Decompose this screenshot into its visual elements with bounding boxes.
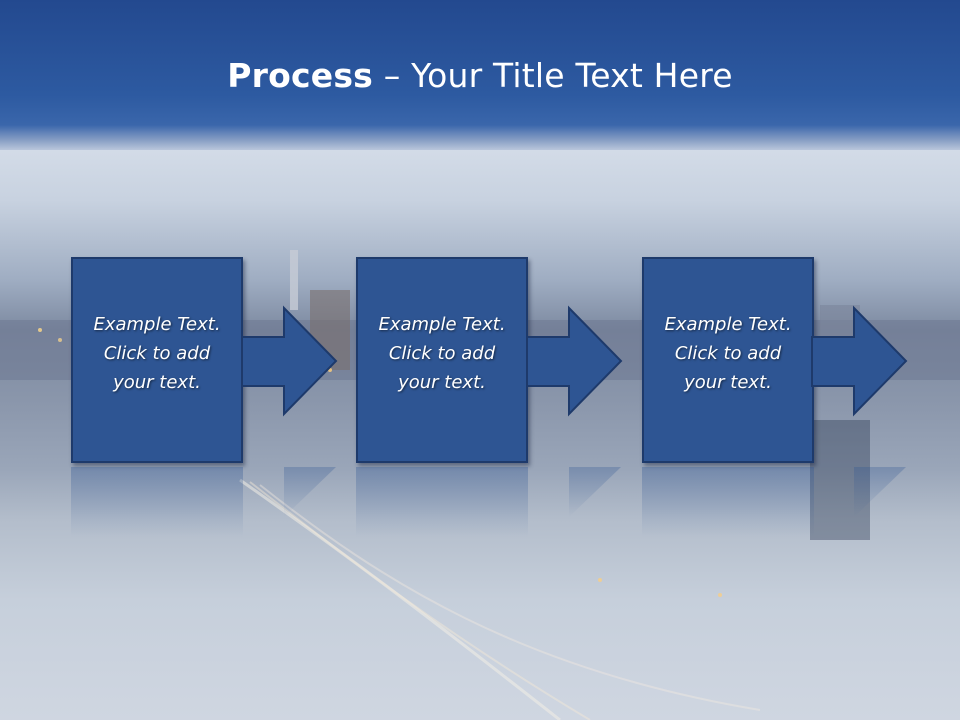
step-3-line-3: your text. xyxy=(684,372,772,393)
title-rest-part: – Your Title Text Here xyxy=(373,56,733,95)
step-3-line-2: Click to add xyxy=(674,343,782,364)
title-band xyxy=(0,0,960,150)
step-2-line-2: Click to add xyxy=(388,343,496,364)
process-step-2-text[interactable]: Example Text. Click to add your text. xyxy=(356,310,528,397)
arrow-right-icon-3 xyxy=(811,305,908,417)
process-step-3-text[interactable]: Example Text. Click to add your text. xyxy=(642,310,814,397)
arrow-right-icon-2 xyxy=(526,305,623,417)
slide-title[interactable]: Process – Your Title Text Here xyxy=(0,56,960,95)
arrow-reflection-1 xyxy=(284,467,336,517)
arrow-reflection-2 xyxy=(569,467,621,517)
step-2-reflection xyxy=(356,467,528,537)
step-1-line-3: your text. xyxy=(113,372,201,393)
step-3-line-1: Example Text. xyxy=(664,314,792,335)
arrow-right-icon-1 xyxy=(241,305,338,417)
step-3-reflection xyxy=(642,467,814,537)
process-step-2-box[interactable] xyxy=(356,257,528,463)
process-step-1-text[interactable]: Example Text. Click to add your text. xyxy=(71,310,243,397)
process-step-3-box[interactable] xyxy=(642,257,814,463)
step-2-line-3: your text. xyxy=(398,372,486,393)
step-1-line-1: Example Text. xyxy=(93,314,221,335)
step-1-line-2: Click to add xyxy=(103,343,211,364)
step-2-line-1: Example Text. xyxy=(378,314,506,335)
title-bold-part: Process xyxy=(227,56,374,95)
process-step-1-box[interactable] xyxy=(71,257,243,463)
step-1-reflection xyxy=(71,467,243,537)
arrow-reflection-3 xyxy=(854,467,906,517)
